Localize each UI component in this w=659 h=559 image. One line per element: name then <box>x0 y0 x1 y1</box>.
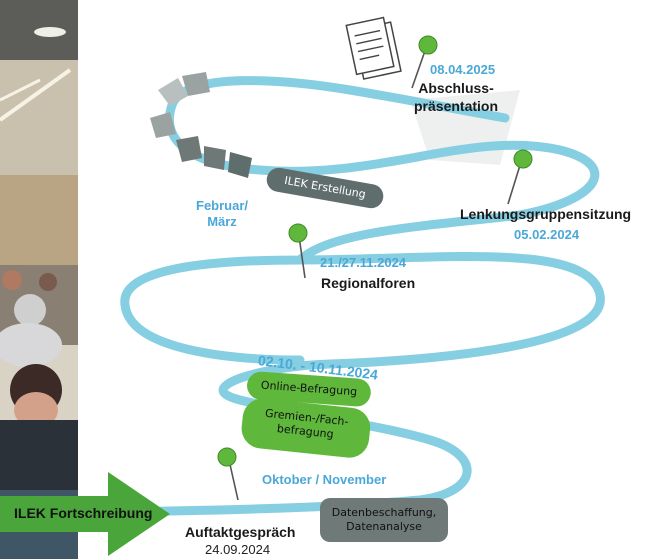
abschluss-date: 08.04.2025 <box>430 62 496 77</box>
pill-daten-label: Datenbeschaffung, Datenanalyse <box>331 506 437 533</box>
februar-label: Februar/ März <box>196 198 249 230</box>
ribbon-fold <box>150 112 176 138</box>
auftakt-date: 24.09.2024 <box>205 542 271 557</box>
oktober-label: Oktober / November <box>262 472 387 487</box>
lenkung-title: Lenkungsgruppensitzung <box>460 206 632 222</box>
pin-regional <box>288 223 308 279</box>
timeline-path <box>113 76 605 517</box>
ribbon-fold <box>228 152 252 178</box>
pin-abschluss <box>411 35 438 89</box>
auftakt-title: Auftaktgespräch <box>185 524 296 540</box>
pill-daten <box>320 498 448 542</box>
pill-ilek-erstellung <box>266 167 384 209</box>
lenkung-date: 05.02.2024 <box>514 227 580 242</box>
ribbon-fold <box>204 146 226 170</box>
ribbon-fold <box>176 136 202 162</box>
abschluss-title: Abschluss- präsentation <box>414 80 499 114</box>
ribbon-fold <box>158 78 188 106</box>
pill-gremien <box>241 398 371 458</box>
pill-online-befragung <box>247 371 371 407</box>
regional-title: Regionalforen <box>321 275 416 291</box>
pin-lenkung <box>507 149 533 205</box>
ribbon-fold <box>182 72 210 96</box>
audience-photo <box>0 0 78 559</box>
document-icon <box>345 16 402 80</box>
start-arrow <box>0 472 170 556</box>
pin-auftakt <box>217 447 239 501</box>
arrow-label: ILEK Fortschreibung <box>14 505 153 521</box>
regional-date: 21./27.11.2024 <box>320 255 407 270</box>
